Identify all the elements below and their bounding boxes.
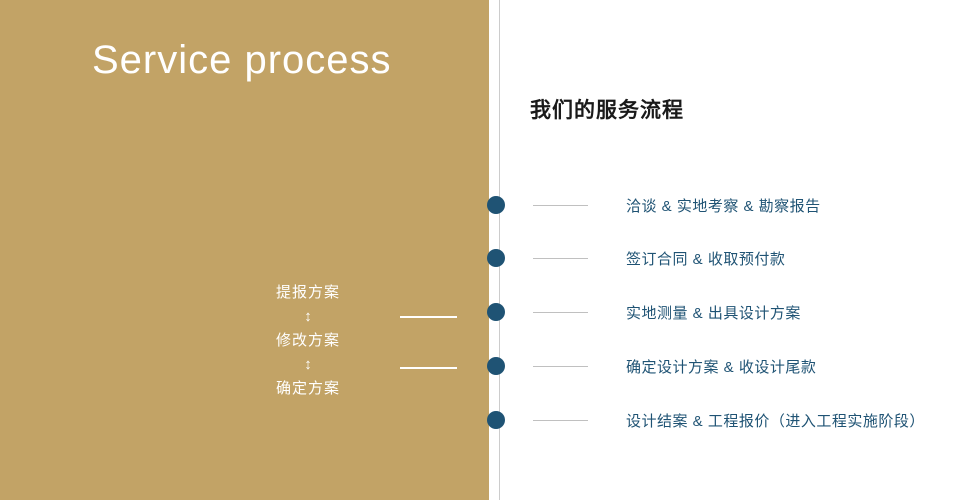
step-connector-line [533, 204, 588, 206]
left-panel: Service process 提报方案 ↕ 修改方案 ↕ 确定方案 [0, 0, 489, 500]
plan-cycle-group: 提报方案 ↕ 修改方案 ↕ 确定方案 [262, 284, 354, 398]
plan-step-revise: 修改方案 [275, 332, 340, 349]
step-label: 设计结案 & 工程报价（进入工程实施阶段） [626, 412, 925, 430]
timeline-step: 洽谈 & 实地考察 & 勘察报告 [487, 196, 821, 215]
plan-step-confirm: 确定方案 [275, 380, 340, 397]
service-process-title: Service process [92, 38, 392, 82]
timeline-dot [487, 249, 505, 267]
step-connector-line [533, 311, 588, 313]
step-connector-line [533, 365, 588, 367]
timeline-dot [487, 303, 505, 321]
timeline-dot [487, 196, 505, 214]
timeline-step: 签订合同 & 收取预付款 [487, 249, 786, 268]
step-label: 实地测量 & 出具设计方案 [626, 304, 801, 322]
step-label: 确定设计方案 & 收设计尾款 [626, 358, 817, 376]
timeline-dot [487, 357, 505, 375]
up-down-arrow-icon: ↕ [304, 308, 312, 325]
timeline-dot [487, 411, 505, 429]
section-heading: 我们的服务流程 [530, 99, 684, 122]
step-label: 签订合同 & 收取预付款 [626, 250, 786, 268]
connector-line-top [400, 316, 457, 318]
plan-step-submit: 提报方案 [275, 284, 340, 301]
step-connector-line [533, 257, 588, 259]
step-label: 洽谈 & 实地考察 & 勘察报告 [626, 197, 821, 215]
connector-line-bottom [400, 367, 457, 369]
timeline-step: 实地测量 & 出具设计方案 [487, 303, 801, 322]
step-connector-line [533, 419, 588, 421]
timeline-step: 确定设计方案 & 收设计尾款 [487, 357, 817, 376]
timeline-step: 设计结案 & 工程报价（进入工程实施阶段） [487, 411, 925, 430]
up-down-arrow-icon: ↕ [304, 356, 312, 373]
